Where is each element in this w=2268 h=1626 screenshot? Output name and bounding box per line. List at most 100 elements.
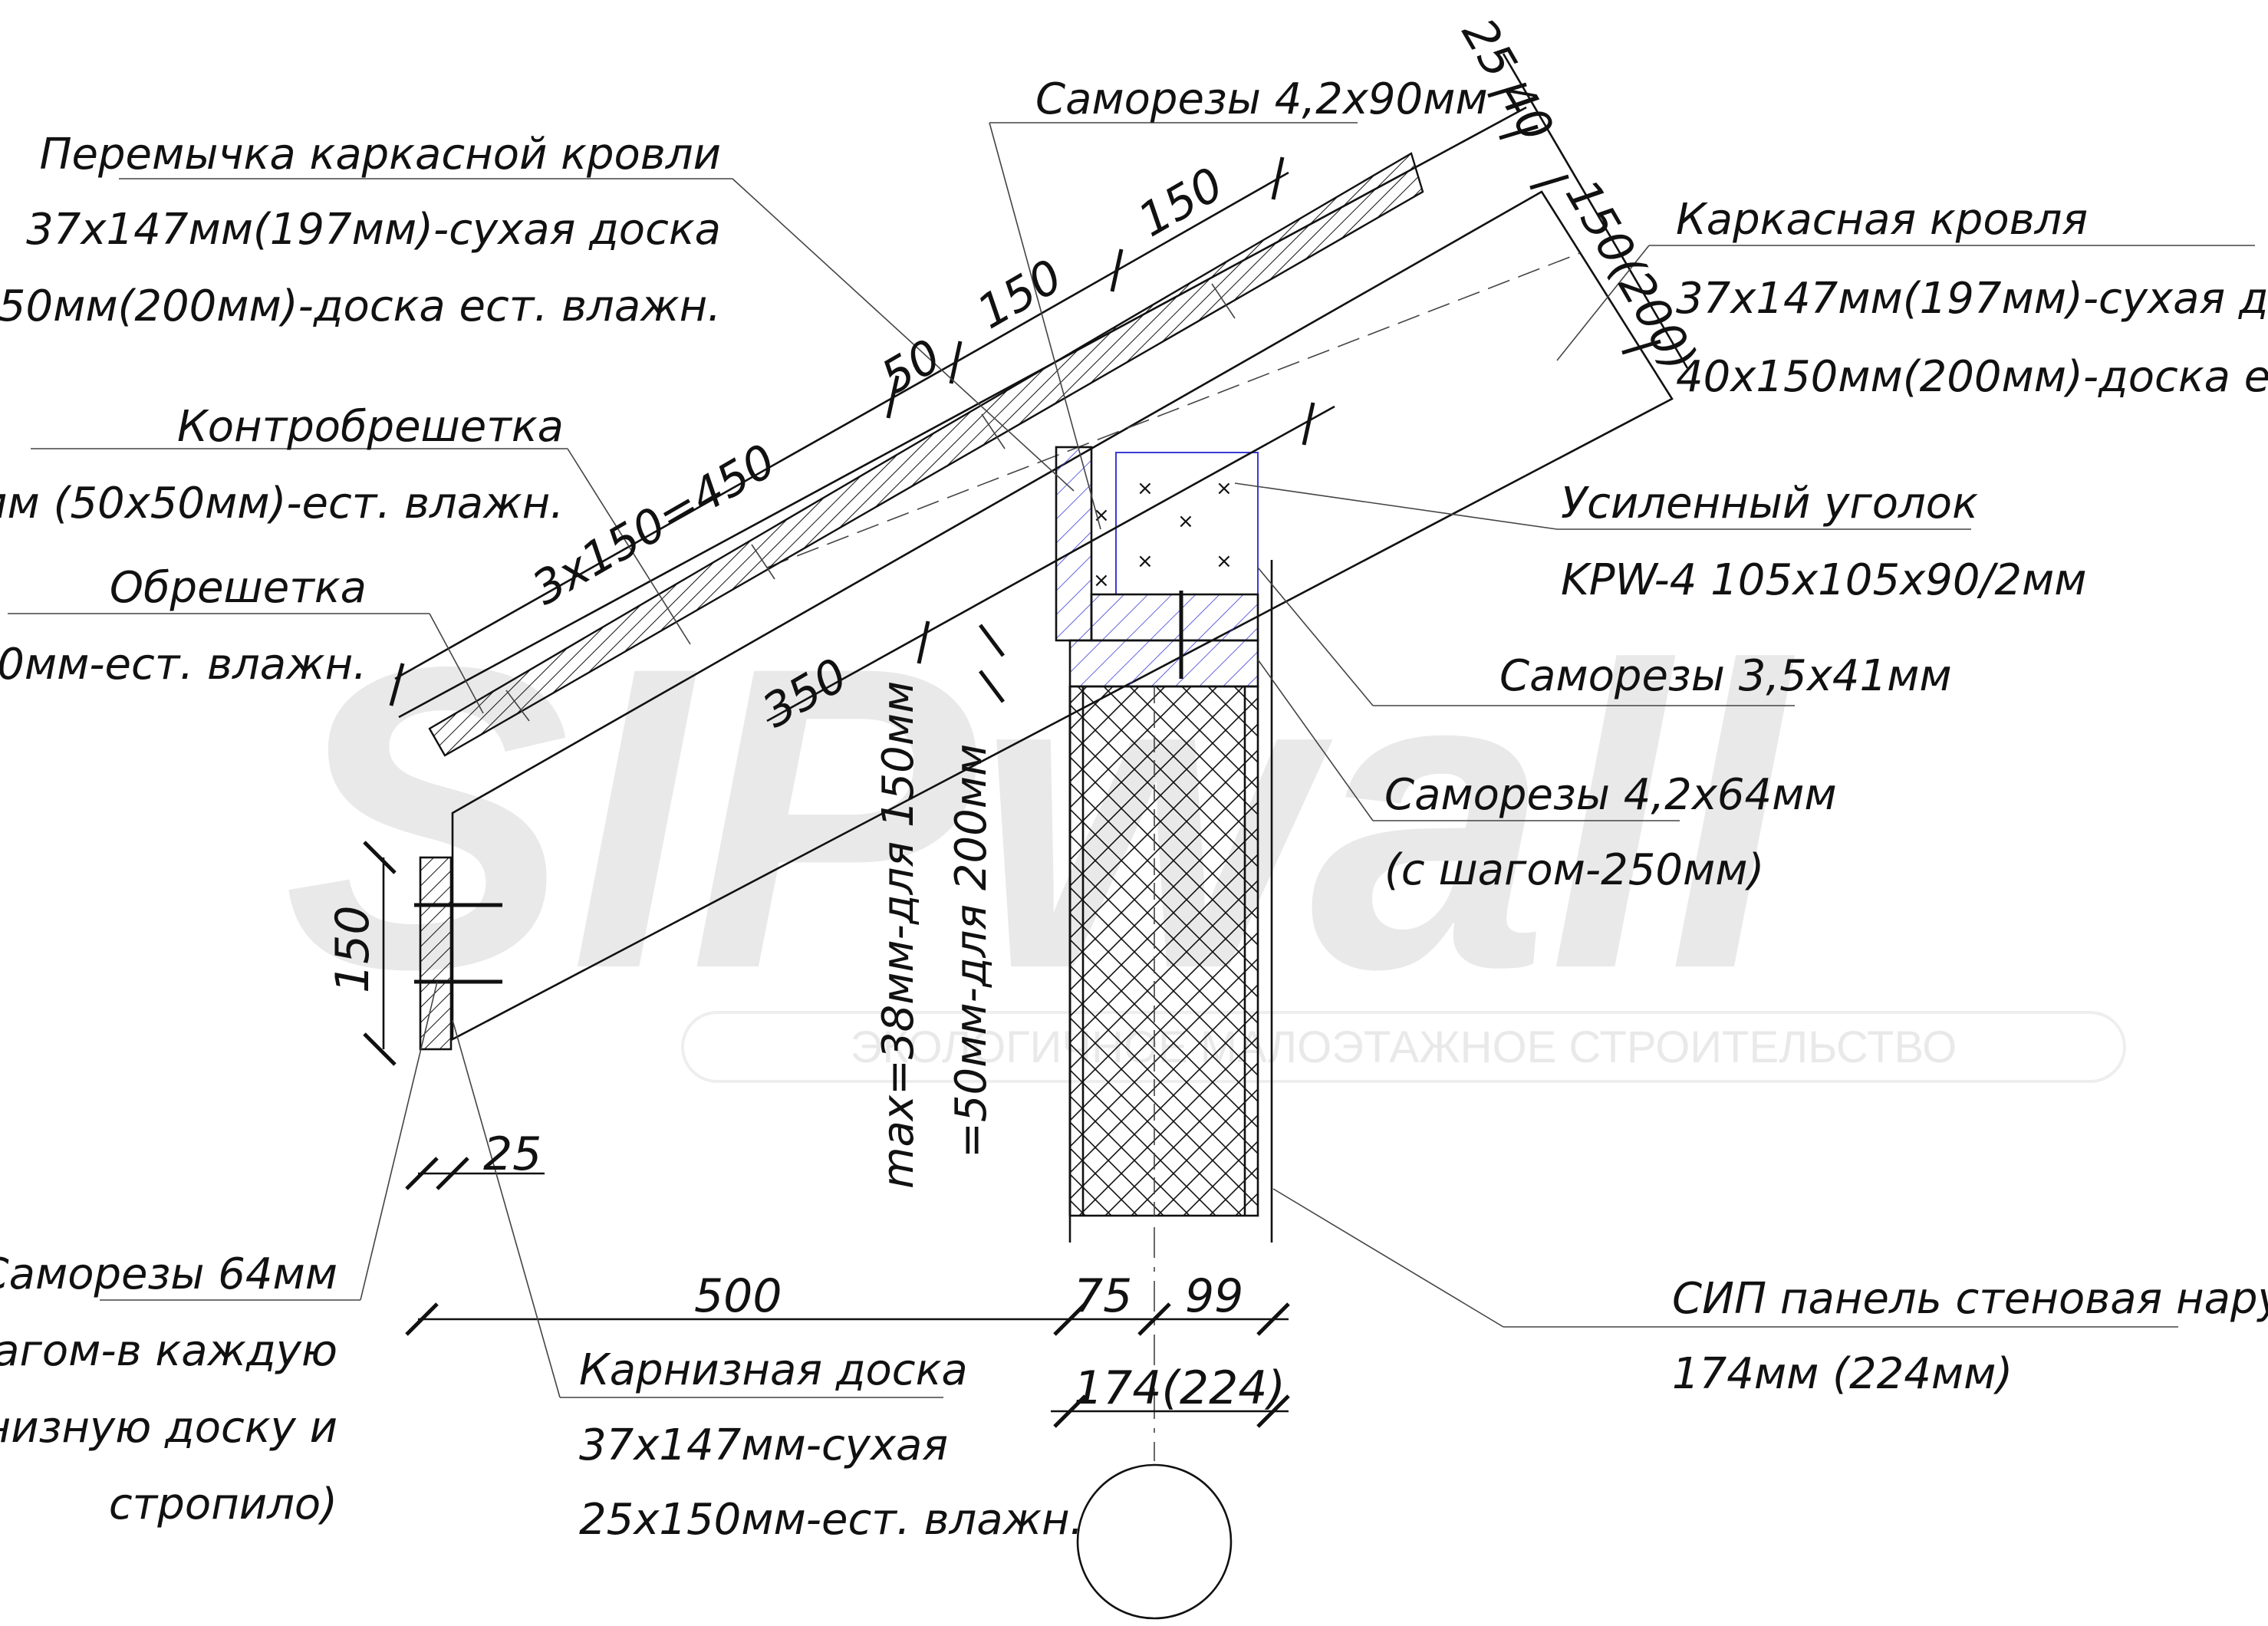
dim-tick-450-c (949, 341, 963, 384)
watermark-brand: SIPwall (284, 578, 1796, 1058)
label-screws-64-line1: (с шагом-в каждую (0, 1326, 337, 1376)
eave-screws (414, 903, 502, 984)
dim-tick-200 (1621, 339, 1661, 355)
wall-head: × × × × × × × (1055, 446, 1259, 688)
svg-text:×: × (1216, 550, 1233, 573)
callout-labels: Перемычка каркасной кровли 37х147мм(197м… (0, 74, 2268, 1545)
label-angle-line1: KPW-4 105х105х90/2мм (1561, 555, 2086, 605)
label-batten-line1: 25х150мм-ест. влажн. (0, 640, 367, 690)
eave-board (419, 856, 453, 1051)
leader-angle-2 (1234, 482, 1558, 530)
dimension-lines (363, 53, 1689, 1428)
label-max-note-1: max=38мм-для 150мм (874, 681, 923, 1189)
label-eave-board-title: Карнизная доска (579, 1345, 968, 1395)
rafter (451, 190, 1674, 1042)
label-frame-lintel-title: Перемычка каркасной кровли (39, 130, 721, 179)
rafter-centerline (766, 252, 1581, 568)
dim-tick-150-top (363, 841, 397, 874)
leader-screws-42-2 (1257, 659, 1374, 821)
dim-tick-150-bot (363, 1032, 397, 1066)
dim-tick-99-right (1256, 1302, 1290, 1336)
label-max-note-2: =50мм-для 200мм (946, 744, 996, 1158)
angle-screw-marks: × × × × × × × (1093, 477, 1233, 592)
dim-174: 174(224) (1074, 1361, 1285, 1415)
dim-tick-25-40-c (1529, 174, 1569, 190)
dim-tick-75-right (1137, 1302, 1171, 1336)
top-plate (1090, 593, 1259, 642)
svg-text:×: × (1137, 477, 1154, 500)
axis-marker (1076, 1463, 1233, 1620)
dim-tick-450-a (389, 663, 405, 706)
dim-75: 75 (1074, 1269, 1132, 1323)
sip-wall-panel (1068, 560, 1273, 1243)
dim-150-eave: 150 (326, 905, 380, 993)
svg-text:×: × (1093, 569, 1110, 592)
label-screws-64-line3: стропило) (109, 1480, 337, 1529)
dim-tick-350-b (1302, 402, 1315, 446)
svg-text:×: × (1177, 510, 1194, 533)
watermark-tagline-frame (681, 1011, 2126, 1083)
leader-sip-2 (1272, 1188, 1504, 1328)
batten-joint-4 (1211, 283, 1236, 319)
counter-batten-line (398, 106, 1527, 719)
label-eave-board-line1: 37х147мм-сухая (579, 1420, 948, 1470)
dim-99: 99 (1185, 1269, 1243, 1323)
batten-joint-1 (505, 690, 530, 722)
svg-text:×: × (1093, 504, 1110, 527)
label-batten-title: Обрешетка (110, 563, 367, 613)
dim-line-thickness (1502, 53, 1689, 369)
dim-tick-500-left (405, 1302, 439, 1336)
dim-tick-174-left (1053, 1394, 1087, 1428)
dim-tick-max-b (979, 670, 1005, 703)
dim-tick-25-a (405, 1157, 439, 1190)
label-screws-42x64-title: Саморезы 4,2х64мм (1384, 770, 1837, 820)
leader-lines (8, 122, 2255, 1398)
dim-tick-max-a (979, 624, 1005, 657)
dim-tick-150-c (1110, 249, 1124, 292)
leader-screws-64-2 (360, 981, 438, 1301)
svg-text:×: × (1137, 550, 1154, 573)
roof-structure (398, 106, 1674, 1042)
watermark-tagline: ЭКОЛОГИЧНОЕ МАЛОЭТАЖНОЕ СТРОИТЕЛЬСТВО (851, 1022, 1957, 1072)
dim-tick-500-right (1053, 1302, 1087, 1336)
leader-frame-roof-2 (1556, 245, 1650, 361)
label-frame-roof-title: Каркасная кровля (1676, 195, 2088, 245)
label-frame-lintel-line1: 37х147мм(197мм)-сухая доска (26, 205, 721, 255)
label-eave-board-line2: 25х150мм-ест. влажн. (579, 1495, 1083, 1545)
batten-joint-3 (981, 413, 1006, 449)
batten-board (428, 152, 1424, 757)
leader-screws-35-2 (1257, 567, 1374, 706)
label-screws-64-title: Саморезы 64мм (0, 1249, 337, 1299)
sip-panel (1068, 685, 1259, 1217)
label-frame-roof-line2: 40х150мм(200мм)-доска ест. влажн. (1676, 352, 2268, 402)
dim-tick-25-40-a (1487, 82, 1527, 98)
dim-line-350 (766, 405, 1335, 722)
watermark: SIPwall ЭКОЛОГИЧНОЕ МАЛОЭТАЖНОЕ СТРОИТЕЛ… (284, 578, 2126, 1083)
label-angle-title: Усиленный уголок (1561, 479, 1978, 528)
dim-tick-150-d (1271, 156, 1285, 200)
leader-batten-2 (429, 613, 484, 714)
label-screws-42x64-line1: (с шагом-250мм) (1384, 845, 1764, 895)
label-frame-roof-line1: 37х147мм(197мм)-сухая доска (1676, 274, 2268, 324)
dim-tick-174-right (1256, 1394, 1290, 1428)
label-frame-lintel-line2: 40х150мм(200мм)-доска ест. влажн. (0, 281, 721, 331)
bottom-plate (1068, 639, 1259, 688)
leader-counter-batten-2 (567, 448, 691, 645)
batten-joint-2 (751, 544, 775, 580)
label-counter-batten-line1: 20х40мм (50х50мм)-ест. влажн. (0, 479, 564, 528)
leader-screws-top-2 (989, 122, 1101, 530)
dim-50: 50 (873, 329, 950, 405)
dim-25: 25 (483, 1127, 541, 1181)
label-screws-64-line2: карнизную доску и (0, 1403, 337, 1453)
dim-line-450 (394, 359, 960, 680)
label-sip-title: СИП панель стеновая наружная (1672, 1274, 2268, 1324)
leader-frame-lintel-2 (732, 178, 1075, 492)
svg-text:×: × (1216, 477, 1233, 500)
dim-tick-350-a (917, 620, 930, 664)
leader-eave-board-2 (452, 1019, 561, 1398)
label-screws-35: Саморезы 3,5х41мм (1499, 651, 1952, 701)
dim-tick-25-40-b (1499, 124, 1539, 140)
dim-tick-450-b (886, 375, 900, 419)
dim-500: 500 (694, 1269, 782, 1323)
